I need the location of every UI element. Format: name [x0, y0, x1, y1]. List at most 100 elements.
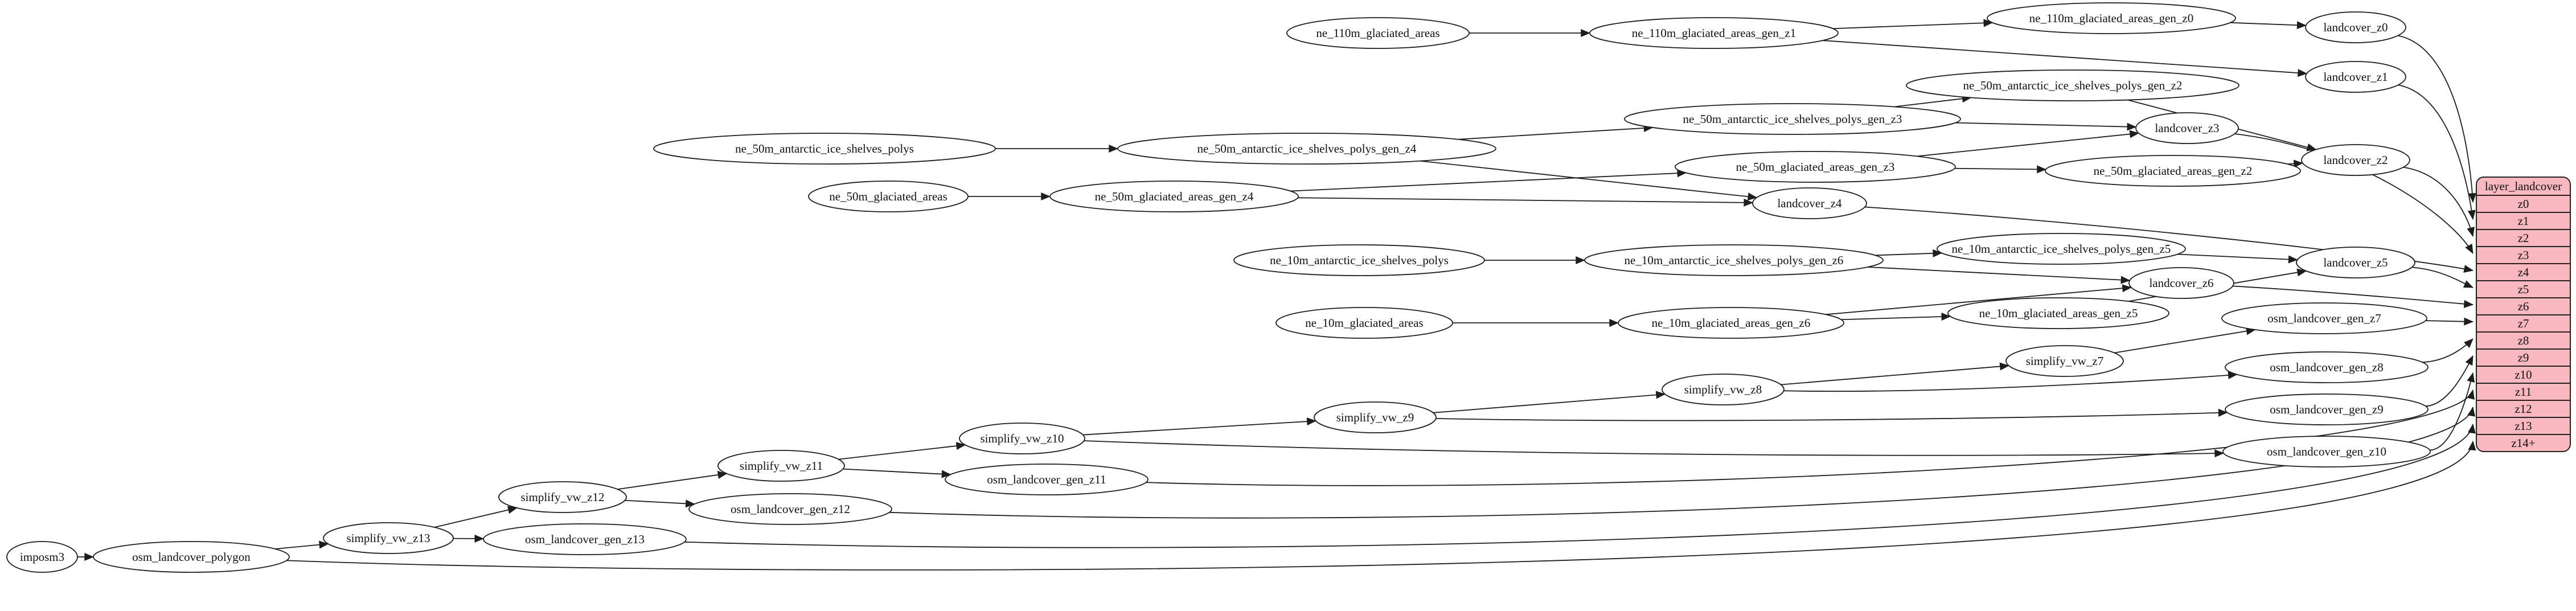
node-ne-50m-glaciated-areas: ne_50m_glaciated_areas: [808, 181, 969, 212]
node-osm-landcover-gen-z8: osm_landcover_gen_z8: [2225, 351, 2429, 383]
node-label: simplify_vw_z12: [521, 490, 605, 504]
node-label: osm_landcover_gen_z11: [987, 473, 1106, 486]
node-osm-landcover-polygon: osm_landcover_polygon: [93, 541, 290, 573]
table-row-z7: z7: [2477, 314, 2570, 331]
edge-simplify-vw-z10-to-osm-landcover-gen-z10: [1084, 440, 2225, 458]
node-osm-landcover-gen-z7: osm_landcover_gen_z7: [2221, 302, 2427, 334]
node-label: osm_landcover_gen_z9: [2270, 403, 2383, 416]
edge-ne-10m-antarctic-ice-shelves-polys-gen-z6-to-landcover-z6: [1867, 266, 2131, 284]
node-label: osm_landcover_polygon: [132, 550, 251, 564]
node-label: simplify_vw_z11: [740, 459, 823, 473]
edge-ne-10m-glaciated-areas-gen-z6-to-landcover-z6: [1826, 284, 2132, 315]
node-label: landcover_z3: [2155, 121, 2219, 135]
node-label: ne_50m_antarctic_ice_shelves_polys_gen_z…: [1683, 112, 1902, 126]
edge-simplify-vw-z11-to-simplify-vw-z10: [838, 442, 966, 460]
table-row-z2: z2: [2477, 229, 2570, 246]
table-row-z12: z12: [2477, 400, 2570, 417]
edge-ne-110m-glaciated-areas-gen-z1-to-ne-110m-glaciated-areas-gen-z0: [1832, 19, 1993, 30]
node-label: landcover_z0: [2323, 20, 2388, 34]
node-simplify-vw-z12: simplify_vw_z12: [498, 481, 627, 513]
edge-simplify-vw-z12-to-osm-landcover-gen-z12: [625, 499, 695, 508]
edge-osm-landcover-gen-z11-to-row-z11: [1146, 389, 2475, 486]
node-ne-50m-antarctic-ice-shelves-polys-gen-z4: ne_50m_antarctic_ice_shelves_polys_gen_z…: [1117, 133, 1496, 165]
table-row-z1: z1: [2477, 212, 2570, 229]
node-landcover-z6: landcover_z6: [2128, 267, 2234, 299]
edge-landcover-z3-to-row-z3: [2234, 133, 2474, 254]
table-header: layer_landcover: [2484, 179, 2562, 193]
table-row-z5: z5: [2477, 280, 2570, 297]
node-landcover-z5: landcover_z5: [2296, 247, 2415, 278]
node-simplify-vw-z9: simplify_vw_z9: [1314, 401, 1437, 433]
node-ne-10m-glaciated-areas-gen-z5: ne_10m_glaciated_areas_gen_z5: [1947, 297, 2169, 329]
node-label: osm_landcover_gen_z12: [731, 502, 850, 516]
node-ne-50m-glaciated-areas-gen-z2: ne_50m_glaciated_areas_gen_z2: [2045, 155, 2301, 187]
node-label: osm_landcover_gen_z10: [2267, 445, 2386, 458]
edge-osm-landcover-polygon-to-row-z14: [286, 440, 2476, 571]
node-ne-110m-glaciated-areas-gen-z0: ne_110m_glaciated_areas_gen_z0: [1987, 2, 2236, 34]
node-label: ne_50m_antarctic_ice_shelves_polys_gen_z…: [1197, 142, 1417, 155]
node-label: ne_110m_glaciated_areas: [1316, 26, 1439, 40]
edge-ne-50m-glaciated-areas-gen-z3-to-ne-50m-glaciated-areas-gen-z2: [1954, 165, 2047, 174]
edge-landcover-z4-to-row-z4: [1864, 206, 2474, 273]
node-landcover-z3: landcover_z3: [2135, 112, 2239, 144]
node-label: ne_10m_glaciated_areas: [1305, 316, 1424, 330]
node-ne-10m-glaciated-areas-gen-z6: ne_10m_glaciated_areas_gen_z6: [1618, 307, 1844, 339]
node-label: ne_110m_glaciated_areas_gen_z0: [2029, 11, 2193, 25]
node-label: osm_landcover_gen_z8: [2270, 360, 2383, 374]
edge-ne-50m-antarctic-ice-shelves-polys-gen-z4-to-landcover-z4: [1420, 160, 1758, 201]
node-label: simplify_vw_z13: [347, 531, 430, 545]
node-label: simplify_vw_z7: [2026, 354, 2104, 368]
node-label: ne_10m_glaciated_areas_gen_z5: [1979, 306, 2138, 320]
node-osm-landcover-gen-z12: osm_landcover_gen_z12: [688, 493, 892, 525]
edge-ne-50m-antarctic-ice-shelves-polys-gen-z3-to-ne-50m-antarctic-ice-shelves-polys-gen-z2: [1894, 95, 1972, 108]
node-label: osm_landcover_gen_z13: [525, 532, 645, 546]
node-ne-50m-antarctic-ice-shelves-polys-gen-z3: ne_50m_antarctic_ice_shelves_polys_gen_z…: [1624, 103, 1961, 135]
table-row-z9: z9: [2477, 348, 2570, 366]
table-row-z10: z10: [2477, 366, 2570, 383]
node-ne-50m-glaciated-areas-gen-z4: ne_50m_glaciated_areas_gen_z4: [1049, 181, 1299, 212]
node-imposm3: imposm3: [6, 541, 78, 573]
node-simplify-vw-z7: simplify_vw_z7: [2005, 345, 2124, 377]
edge-osm-landcover-gen-z10-to-row-z10: [2430, 372, 2475, 451]
node-label: osm_landcover_gen_z7: [2267, 311, 2381, 325]
node-label: ne_10m_antarctic_ice_shelves_polys_gen_z…: [1952, 242, 2171, 256]
node-label: simplify_vw_z9: [1336, 411, 1414, 424]
node-layer: ne_110m_glaciated_areas ne_110m_glaciated…: [6, 2, 2431, 573]
node-label: ne_10m_antarctic_ice_shelves_polys: [1270, 253, 1449, 267]
node-landcover-z4: landcover_z4: [1752, 187, 1867, 219]
edge-ne-50m-glaciated-areas-gen-z2-to-landcover-z2: [2287, 159, 2304, 168]
edge-osm-landcover-polygon-to-simplify-vw-z13: [274, 540, 329, 550]
edge-simplify-vw-z12-to-simplify-vw-z11: [617, 470, 728, 490]
node-label: landcover_z5: [2323, 256, 2388, 269]
node-label: ne_50m_antarctic_ice_shelves_polys_gen_z…: [1963, 79, 2183, 92]
node-osm-landcover-gen-z13: osm_landcover_gen_z13: [483, 523, 687, 555]
node-landcover-z1: landcover_z1: [2305, 61, 2406, 93]
node-simplify-vw-z8: simplify_vw_z8: [1662, 374, 1785, 405]
table-row-z13: z13: [2477, 417, 2570, 434]
edge-ne-10m-glaciated-areas-gen-z6-to-ne-10m-glaciated-areas-gen-z5: [1841, 313, 1951, 321]
node-ne-10m-antarctic-ice-shelves-polys-gen-z5: ne_10m_antarctic_ice_shelves_polys_gen_z…: [1937, 233, 2186, 265]
node-label: ne_50m_antarctic_ice_shelves_polys: [735, 142, 914, 155]
node-label: ne_10m_glaciated_areas_gen_z6: [1652, 316, 1811, 330]
table-row-z6: z6: [2477, 297, 2570, 314]
edge-simplify-vw-z7-to-osm-landcover-gen-z7: [2114, 327, 2256, 354]
node-label: simplify_vw_z8: [1684, 383, 1762, 396]
node-landcover-z0: landcover_z0: [2305, 11, 2406, 43]
edge-layer: [77, 19, 2476, 571]
node-label: imposm3: [20, 550, 64, 564]
edge-landcover-z5-to-row-z5: [2411, 266, 2474, 288]
edge-ne-110m-glaciated-areas-gen-z0-to-landcover-z0: [2230, 21, 2307, 30]
edge-ne-10m-antarctic-ice-shelves-polys-gen-z5-to-landcover-z5: [2177, 253, 2298, 264]
node-label: ne_10m_antarctic_ice_shelves_polys_gen_z…: [1625, 253, 1844, 267]
table-row-z4: z4: [2477, 263, 2570, 280]
node-simplify-vw-z13: simplify_vw_z13: [323, 522, 454, 554]
node-label: ne_50m_glaciated_areas_gen_z2: [2094, 164, 2253, 178]
edge-simplify-vw-z8-to-simplify-vw-z7: [1781, 362, 2009, 386]
node-osm-landcover-gen-z10: osm_landcover_gen_z10: [2222, 436, 2431, 468]
edge-ne-110m-glaciated-areas-gen-z1-to-landcover-z1: [1822, 40, 2308, 77]
edge-osm-landcover-gen-z13-to-row-z13: [684, 423, 2476, 548]
node-simplify-vw-z10: simplify_vw_z10: [959, 423, 1085, 454]
